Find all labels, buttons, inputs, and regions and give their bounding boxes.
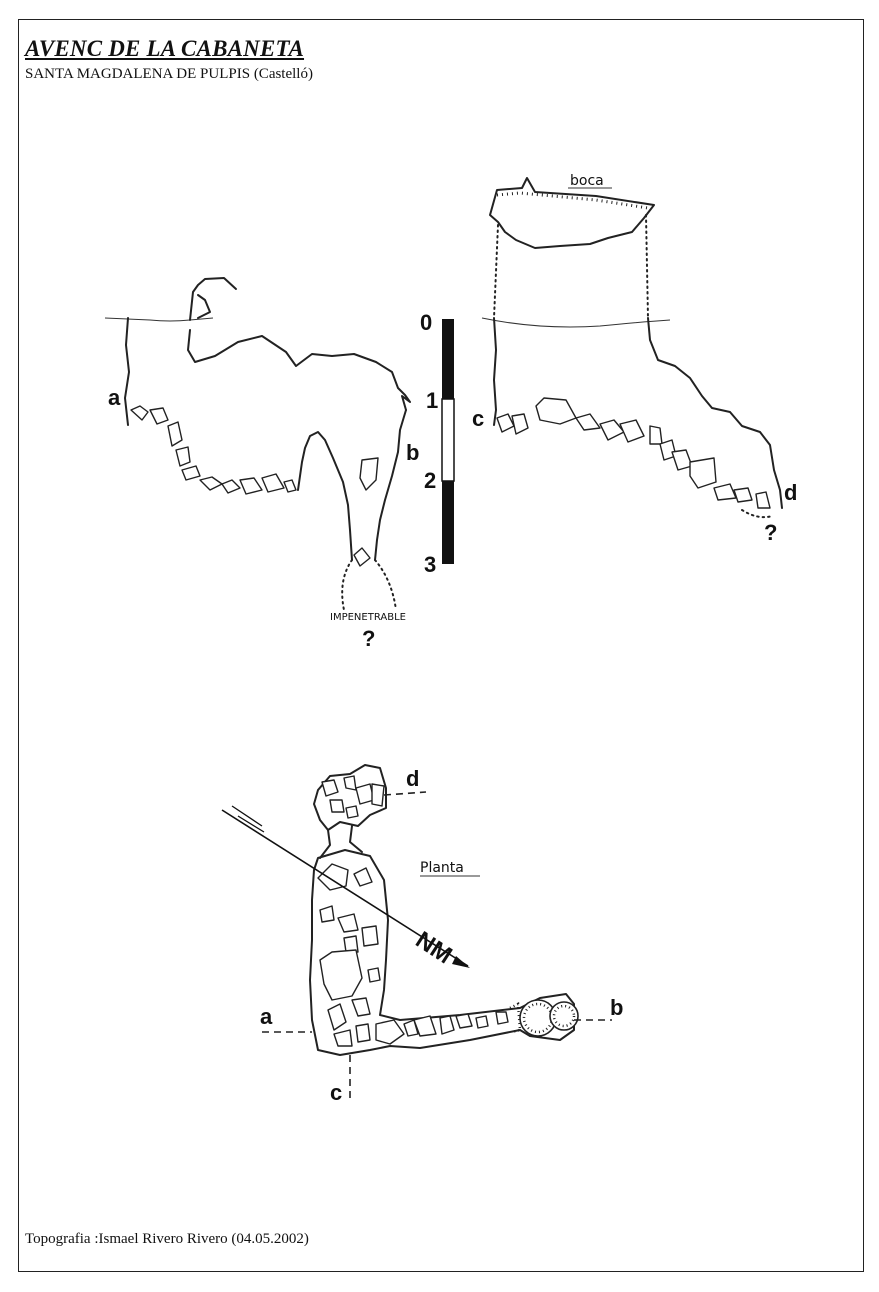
survey-credit: Topografia :Ismael Rivero Rivero (04.05.… bbox=[25, 1231, 309, 1247]
plan-view: Planta bbox=[221, 764, 623, 1105]
label-b-plan: b bbox=[610, 995, 623, 1020]
main-chamber-outline bbox=[309, 849, 575, 1056]
right-wall-ab bbox=[374, 409, 407, 561]
section-line-d bbox=[383, 791, 427, 796]
neck-right-wall bbox=[349, 825, 363, 853]
page-frame bbox=[18, 19, 864, 1272]
label-d-plan: d bbox=[406, 766, 419, 791]
label-a-plan: a bbox=[260, 1004, 273, 1029]
label-a-section: a bbox=[108, 385, 121, 410]
left-wall-ab bbox=[124, 317, 130, 426]
scale-seg-1-2 bbox=[441, 398, 455, 482]
north-label: NM bbox=[411, 926, 457, 969]
neck-left-wall bbox=[319, 829, 331, 859]
mouth-outline bbox=[489, 177, 655, 249]
entrance-chimney bbox=[189, 277, 237, 321]
scale-tick-2: 2 bbox=[424, 468, 436, 493]
label-c-section: c bbox=[472, 406, 484, 431]
mouth-hatch bbox=[496, 191, 649, 210]
floor-rocks-cd bbox=[496, 397, 771, 509]
dotted-bottom-right bbox=[374, 559, 397, 611]
ceiling-ab bbox=[187, 329, 411, 411]
entrance-lip bbox=[197, 294, 211, 319]
cave-title: AVENC DE LA CABANETA bbox=[25, 36, 305, 61]
dotted-bottom-left bbox=[341, 559, 353, 611]
scale-tick-0: 0 bbox=[420, 310, 432, 335]
section-cd: boca c d ? bbox=[472, 173, 797, 545]
surface-line-cd bbox=[481, 317, 671, 328]
mouth-label: boca bbox=[570, 173, 604, 189]
dotted-bottom-cd bbox=[741, 509, 773, 519]
plan-rocks bbox=[317, 775, 509, 1047]
scale-bar: 0 1 2 3 bbox=[420, 310, 455, 577]
left-wall-cd bbox=[493, 317, 497, 426]
plan-title: Planta bbox=[420, 860, 464, 876]
cave-location: SANTA MAGDALENA DE PULPIS (Castelló) bbox=[25, 66, 313, 82]
floor-rocks-ab bbox=[130, 405, 379, 567]
scale-tick-3: 3 bbox=[424, 552, 436, 577]
projection-right bbox=[645, 214, 649, 319]
upper-chamber-outline bbox=[313, 764, 387, 831]
label-c-plan: c bbox=[330, 1080, 342, 1105]
question-mark-ab: ? bbox=[362, 626, 375, 651]
scale-tick-1: 1 bbox=[426, 388, 438, 413]
shaft-circles bbox=[509, 999, 579, 1037]
impenetrable-note: IMPENETRABLE bbox=[330, 612, 406, 623]
projection-left bbox=[493, 224, 499, 319]
scale-seg-2-3 bbox=[442, 481, 454, 564]
label-b-section: b bbox=[406, 440, 419, 465]
section-ab: a b IMPENETRABLE ? bbox=[104, 277, 419, 651]
question-mark-cd: ? bbox=[764, 520, 777, 545]
shaft-wall-ab bbox=[297, 431, 353, 561]
label-d-section: d bbox=[784, 480, 797, 505]
scale-seg-0-1 bbox=[442, 319, 454, 399]
right-wall-cd bbox=[647, 317, 783, 509]
surface-line-ab bbox=[104, 317, 214, 322]
